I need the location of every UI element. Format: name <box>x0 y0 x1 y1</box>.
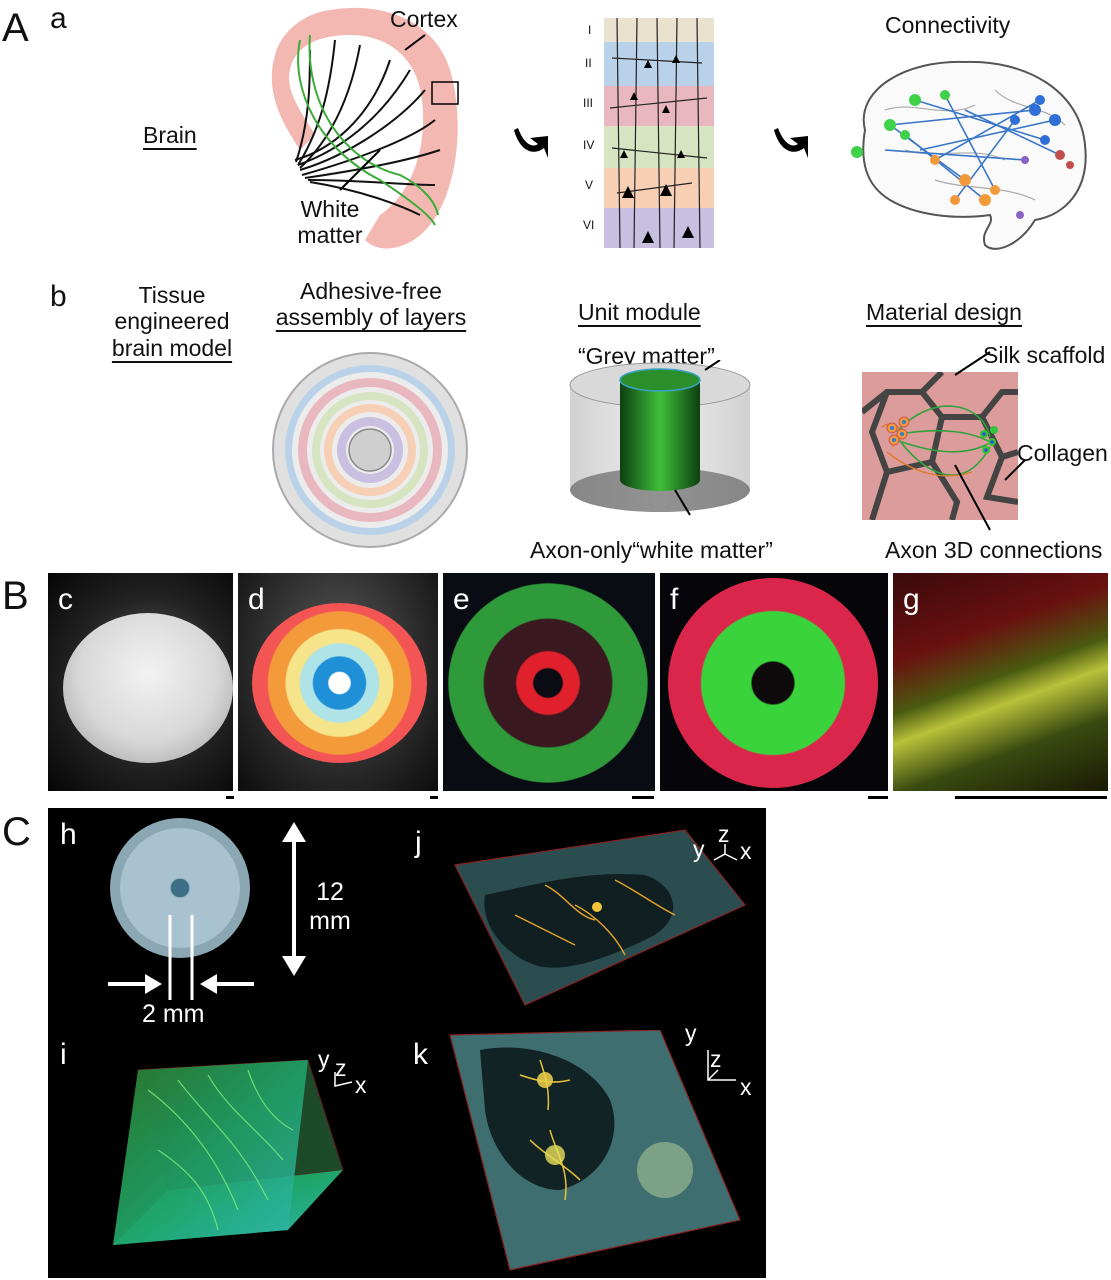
panel-i-image <box>113 1060 344 1245</box>
cortical-layers: I II III IV V VI <box>582 18 714 248</box>
concentric-layers <box>272 352 468 548</box>
collagen-label: Collagen <box>1017 440 1108 466</box>
axis-z-label-i: z <box>335 1055 347 1081</box>
unit-module-cylinder <box>569 360 751 516</box>
panel-label-e: e <box>453 583 470 616</box>
axon-only-label: Axon-only“white matter” <box>530 537 773 563</box>
panel-label-a: a <box>50 2 67 35</box>
panel-label-f: f <box>670 583 679 616</box>
axon-3d-label: Axon 3D connections <box>885 537 1103 563</box>
axis-triad-icon <box>713 844 738 861</box>
layer-label: V <box>585 178 594 192</box>
axis-triad-icon <box>334 1072 353 1087</box>
curved-arrow-icon <box>774 128 808 158</box>
panel-label-j: j <box>415 826 422 859</box>
panel-label-h: h <box>60 818 77 851</box>
callout-arrows <box>954 351 1026 531</box>
assembly-label: Adhesive-free assembly of layers <box>275 278 467 331</box>
panel-c-image: c <box>48 573 233 791</box>
connectome-brain <box>851 60 1087 250</box>
axis-y-label-j: y <box>693 836 705 862</box>
section-label-a: A <box>2 6 29 50</box>
scale-bar <box>632 796 654 799</box>
panel-g-image: g <box>893 573 1108 791</box>
cortex-sketch <box>271 7 459 249</box>
panel-d-image: d <box>238 573 438 791</box>
material-design-diagram <box>862 372 1018 520</box>
panel-label-i: i <box>60 1038 67 1071</box>
panel-j-image <box>454 829 746 1006</box>
layer-label: VI <box>583 218 595 232</box>
axis-x-label-i: x <box>355 1072 367 1098</box>
white-matter-label: White matter <box>297 196 363 249</box>
axis-x-label-k: x <box>740 1074 752 1100</box>
panel-label-k: k <box>413 1038 428 1071</box>
section-label-c: C <box>2 810 31 854</box>
scale-bar <box>226 796 234 799</box>
scale-bar <box>955 796 1107 799</box>
axis-y-label-i: y <box>318 1046 330 1072</box>
section-label-b: B <box>2 574 29 618</box>
panel-label-d: d <box>248 583 265 616</box>
layer-label: IV <box>583 138 595 152</box>
scale-bar <box>868 796 888 799</box>
panel-e-image: e <box>443 573 655 791</box>
material-design-title: Material design <box>866 299 1022 325</box>
axis-z-label-k: z <box>710 1046 722 1072</box>
axis-triad-icon <box>707 1050 736 1081</box>
layer-label: III <box>583 96 594 110</box>
cortex-label: Cortex <box>390 6 458 32</box>
dim-12mm-label: 12 mm <box>309 878 351 935</box>
panel-label-g: g <box>903 583 920 616</box>
silk-scaffold-label: Silk scaffold <box>983 342 1106 368</box>
dim-2mm-label: 2 mm <box>142 1000 205 1028</box>
layer-label: II <box>585 56 592 70</box>
axis-z-label-j: z <box>718 821 730 847</box>
layer-label: I <box>588 23 592 37</box>
brain-label: Brain <box>143 122 197 148</box>
panel-label-b: b <box>50 280 67 313</box>
model-label: Tissue engineered brain model <box>111 282 233 361</box>
connectivity-label: Connectivity <box>885 12 1011 38</box>
unit-module-title: Unit module <box>578 299 701 325</box>
panel-h-image: h <box>48 808 276 1003</box>
panel-label-c: c <box>58 583 73 616</box>
curved-arrow-icon <box>514 128 548 158</box>
panel-f-image: f <box>660 573 888 791</box>
dimension-markers <box>108 822 306 1000</box>
axis-x-label-j: x <box>740 838 752 864</box>
panel-k-image <box>449 1030 741 1271</box>
scale-bar <box>430 796 438 799</box>
axis-y-label-k: y <box>685 1020 697 1046</box>
